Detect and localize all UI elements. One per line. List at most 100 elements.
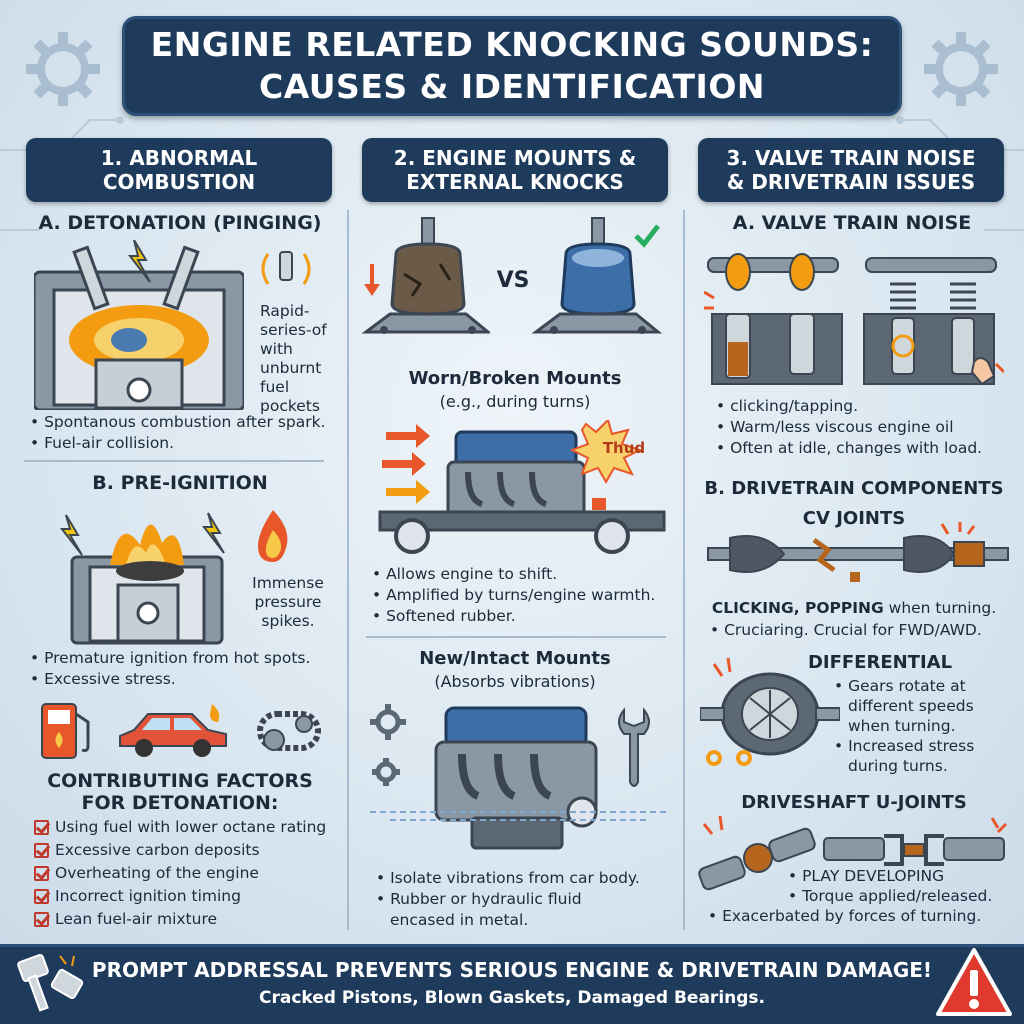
list-item: Premature ignition from hot spots. (30, 648, 346, 669)
differential-icon (700, 657, 840, 766)
factors-heading-line-1: CONTRIBUTING FACTORS (47, 770, 313, 792)
intact-mounts-heading: New/Intact Mounts (419, 648, 611, 669)
list-item: Spontanous combustion after spark. (30, 412, 346, 433)
list-item-continuation: when turning. (848, 717, 956, 735)
list-item-continuation: different speeds (848, 697, 974, 715)
column-divider (683, 210, 685, 930)
callout-line: unburnt (260, 359, 322, 377)
checklist-item: Using fuel with lower octane rating (34, 816, 346, 839)
list-item: Warm/less viscous engine oil (716, 417, 1016, 438)
gear-icon (26, 32, 100, 106)
list-item: Isolate vibrations from car body. (376, 868, 676, 889)
checkmark-icon (34, 889, 49, 904)
checklist-item-label: Lean fuel-air mixture (55, 910, 218, 928)
callout-line: pressure (254, 593, 322, 611)
gear-icon (370, 704, 406, 786)
list-item: Excessive stress. (30, 669, 346, 690)
list-item: Exacerbated by forces of turning. (708, 906, 1018, 926)
footer-banner (0, 944, 1024, 1024)
checklist-item-label: Excessive carbon deposits (55, 841, 260, 859)
footer-headline: PROMPT ADDRESSAL PREVENTS SERIOUS ENGINE… (91, 958, 933, 982)
detonation-heading: A. DETONATION (PINGING) (38, 212, 322, 234)
list-item: Allows engine to shift. (372, 564, 672, 585)
u-joint-icon (698, 815, 1008, 891)
list-item: Cruciaring. Crucial for FWD/AWD. (710, 620, 1020, 641)
cv-joints-description-rest: when turning. (883, 599, 997, 617)
list-item: when turning. (834, 716, 1014, 736)
list-item: Rubber or hydraulic fluid (376, 889, 676, 910)
column-3-header-line-1: 3. VALVE TRAIN NOISE (726, 146, 976, 170)
preignition-bullets: Premature ignition from hot spots. Exces… (30, 648, 346, 690)
u-joints-heading: DRIVESHAFT U-JOINTS (741, 792, 967, 813)
cv-joints-heading: CV JOINTS (802, 508, 906, 529)
footer-subline: Cracked Pistons, Blown Gaskets, Damaged … (259, 988, 765, 1008)
column-1-header-line-2: COMBUSTION (102, 170, 256, 194)
intact-mounts-bullets: Isolate vibrations from car body. Rubber… (376, 868, 676, 931)
title-banner: ENGINE RELATED KNOCKING SOUNDS: CAUSES &… (122, 16, 902, 116)
title-line-2: CAUSES & IDENTIFICATION (259, 67, 765, 106)
vs-label: VS (496, 268, 530, 293)
engine-mount-icon (361, 217, 490, 334)
callout-line: with (260, 340, 293, 358)
valve-icon (704, 253, 1004, 386)
differential-heading: DIFFERENTIAL (807, 652, 953, 673)
drivetrain-heading: B. DRIVETRAIN COMPONENTS (704, 478, 1004, 499)
valve-train-heading: A. VALVE TRAIN NOISE (732, 212, 972, 234)
worn-mounts-heading: Worn/Broken Mounts (408, 368, 622, 389)
engine-mount-icon (531, 217, 663, 334)
detonation-callout: Rapid- series-of with unburnt fuel pocke… (246, 302, 344, 416)
checklist-item-label: Using fuel with lower octane rating (55, 818, 327, 836)
column-1-header: 1. ABNORMAL COMBUSTION (26, 138, 332, 202)
checklist-item-label: Incorrect ignition timing (55, 887, 241, 905)
list-item: clicking/tapping. (716, 396, 1016, 417)
checkmark-icon (34, 866, 49, 881)
piston-icon (59, 512, 225, 645)
column-1-header-line-1: 1. ABNORMAL (100, 146, 258, 170)
list-item: different speeds (834, 696, 1014, 716)
detonation-bullets: Spontanous combustion after spark. Fuel-… (30, 412, 346, 454)
checklist-item: Incorrect ignition timing (34, 885, 346, 908)
callout-line: Rapid- (260, 302, 310, 320)
callout-line: series-of (260, 321, 327, 339)
checklist-item: Overheating of the engine (34, 862, 346, 885)
sound-waves-icon (261, 251, 311, 285)
wrench-icon (618, 707, 650, 787)
list-item: Often at idle, changes with load. (716, 438, 1016, 459)
callout-line: spikes. (261, 612, 315, 630)
list-item: Gears rotate at (834, 676, 1014, 696)
list-item: PLAY DEVELOPING (708, 866, 1018, 886)
warning-icon (936, 948, 1012, 1016)
vibration-lines-icon (370, 811, 670, 821)
column-3-header: 3. VALVE TRAIN NOISE & DRIVETRAIN ISSUES (698, 138, 1004, 202)
checklist-item: Excessive carbon deposits (34, 839, 346, 862)
cv-joints-bullets: Cruciaring. Crucial for FWD/AWD. (710, 620, 1020, 641)
list-item: during turns. (834, 756, 1014, 776)
column-2-header: 2. ENGINE MOUNTS & EXTERNAL KNOCKS (362, 138, 668, 202)
cv-axle-icon (707, 522, 1009, 582)
engine-icon (378, 420, 666, 554)
list-item-continuation: during turns. (848, 757, 948, 775)
differential-bullets: Gears rotate at different speeds when tu… (834, 676, 1014, 776)
flame-icon (258, 510, 288, 562)
intact-mounts-subtitle: (Absorbs vibrations) (434, 672, 596, 691)
valve-train-bullets: clicking/tapping. Warm/less viscous engi… (716, 396, 1016, 459)
gear-icon (924, 32, 998, 106)
fuel-pump-icon (41, 703, 90, 759)
column-3-header-line-2: & DRIVETRAIN ISSUES (726, 170, 976, 194)
section-divider (366, 636, 666, 638)
checkmark-icon (34, 912, 49, 927)
factors-heading: CONTRIBUTING FACTORS FOR DETONATION: (20, 770, 340, 814)
engine-icon (434, 706, 598, 850)
callout-line: Immense (252, 574, 324, 592)
checklist-item-label: Overheating of the engine (55, 864, 259, 882)
worn-mounts-subtitle: (e.g., during turns) (439, 392, 591, 411)
u-joints-bullets: PLAY DEVELOPING Torque applied/released.… (708, 866, 1018, 926)
factors-heading-line-2: FOR DETONATION: (81, 792, 279, 814)
cv-joints-description: CLICKING, POPPING when turning. (692, 598, 1016, 618)
list-item-continuation: encased in metal. (390, 911, 529, 929)
column-2-header-line-2: EXTERNAL KNOCKS (406, 170, 624, 194)
checkmark-icon (34, 820, 49, 835)
checklist-item: Lean fuel-air mixture (34, 908, 346, 931)
thud-label: Thud (602, 439, 646, 457)
timing-chain-icon (257, 711, 321, 751)
